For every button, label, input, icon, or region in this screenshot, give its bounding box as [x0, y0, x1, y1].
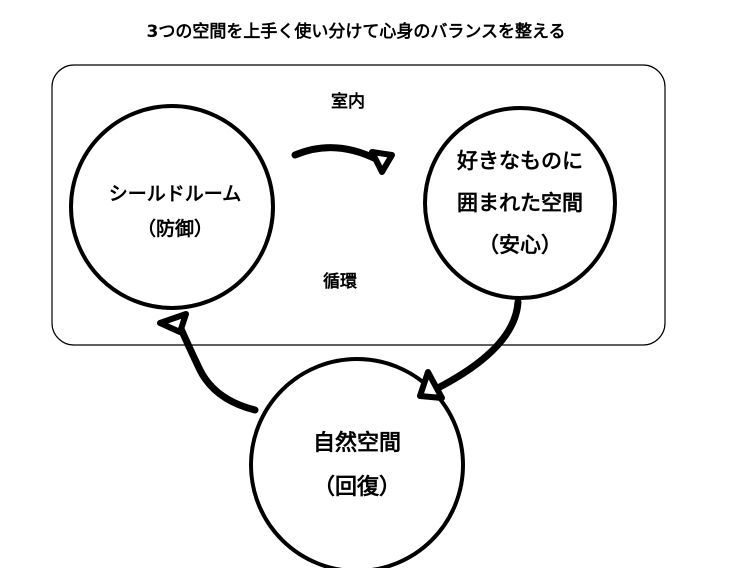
favorite-space-sub: （安心）: [478, 233, 562, 257]
favorite-space-circle: [423, 106, 617, 300]
nature-space-circle: [249, 357, 465, 568]
cycle-label: 循環: [323, 271, 358, 292]
node-nature-space: 自然空間 （回復）: [249, 357, 465, 568]
shield-room-label: シールドルーム: [109, 183, 241, 205]
node-favorite-space: 好きなものに 囲まれた空間 （安心）: [423, 106, 617, 300]
arrowhead-left-icon: [157, 311, 189, 335]
shield-room-circle: [69, 104, 275, 310]
favorite-space-label-1: 好きなものに: [456, 149, 583, 173]
arrow-nature-to-shield: [174, 318, 259, 414]
nature-space-sub: （回復）: [313, 474, 401, 500]
diagram-title: 3つの空間を上手く使い分けて心身のバランスを整える: [147, 21, 566, 42]
arrow-favorite-to-nature: [426, 298, 522, 396]
arrow-shield-to-favorite: [291, 144, 382, 164]
indoor-area-box: [51, 64, 666, 346]
node-shield-room: シールドルーム （防御）: [69, 104, 275, 310]
nature-space-label: 自然空間: [313, 430, 401, 456]
shield-room-sub: （防御）: [137, 217, 213, 240]
arrowhead-right-icon: [417, 369, 445, 401]
favorite-space-label-2: 囲まれた空間: [457, 191, 583, 215]
arrowhead-top-icon: [369, 149, 395, 175]
indoor-label: 室内: [331, 91, 365, 112]
